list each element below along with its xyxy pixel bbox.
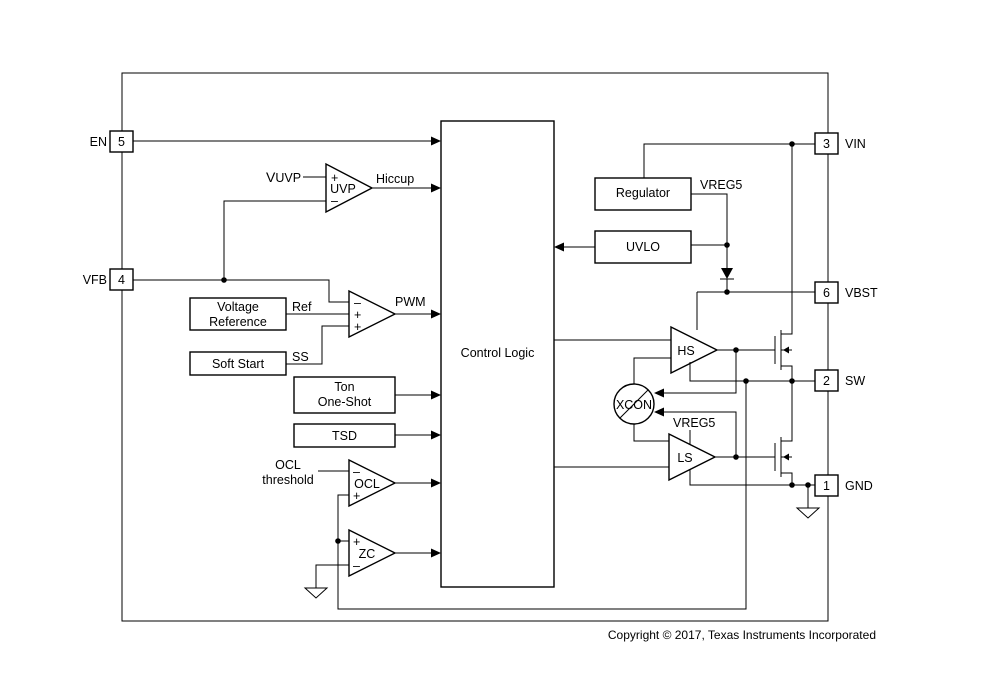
pin-vin-number: 3 xyxy=(823,137,830,151)
pin-sw: 2 SW xyxy=(814,369,865,392)
pin-sw-number: 2 xyxy=(823,374,830,388)
wire-uvlo xyxy=(554,242,595,252)
vuvp-subscript: UVP xyxy=(275,171,301,185)
pin-vfb-label: VFB xyxy=(83,273,107,287)
control-logic-block: Control Logic xyxy=(440,120,555,588)
xcon-label: XCON xyxy=(616,398,652,412)
ocl-plus-sign: + xyxy=(353,489,360,503)
pin-en-label: EN xyxy=(90,135,107,149)
ls-output-dot xyxy=(733,454,739,460)
pwm-comparator: – + + xyxy=(348,289,397,339)
pin-gnd: 1 GND xyxy=(814,474,873,497)
zc-label: ZC xyxy=(359,547,376,561)
pin-en-number: 5 xyxy=(118,135,125,149)
hs-driver: HS xyxy=(670,325,719,375)
wire-pwm: PWM xyxy=(395,295,441,319)
ls-label: LS xyxy=(677,451,692,465)
pin-vfb-number: 4 xyxy=(118,273,125,287)
pin-vbst: 6 VBST xyxy=(814,281,878,304)
ocl-label: OCL xyxy=(354,477,380,491)
pwm-minus-sign: – xyxy=(354,296,361,310)
ton-one-shot-block: Ton One-Shot xyxy=(293,376,396,414)
ls-driver: LS xyxy=(668,432,717,482)
wire-zc xyxy=(395,548,441,558)
uvlo-label: UVLO xyxy=(626,240,660,254)
ton-label-1: Ton xyxy=(334,380,354,394)
sw-sense-dot xyxy=(743,378,749,384)
wire-ocl xyxy=(395,478,441,488)
wire-ton xyxy=(395,390,441,400)
soft-start-block: Soft Start xyxy=(189,351,287,376)
bootstrap-diode xyxy=(720,268,734,292)
voltage-reference-label-1: Voltage xyxy=(217,300,259,314)
pwm-label: PWM xyxy=(395,295,426,309)
wire-tsd xyxy=(395,430,441,440)
wire-hiccup: Hiccup xyxy=(372,172,441,193)
pin-en: 5 EN xyxy=(90,130,134,153)
uvp-plus-sign: + xyxy=(331,171,338,185)
vuvp-label: VUVP xyxy=(266,169,301,185)
tsd-block: TSD xyxy=(293,423,396,448)
pin-vin: 3 VIN xyxy=(814,132,866,155)
soft-start-label: Soft Start xyxy=(212,357,265,371)
ocl-threshold-label-2: threshold xyxy=(262,473,313,487)
ic-boundary xyxy=(121,72,829,622)
regulator-label: Regulator xyxy=(616,186,670,200)
pin-sw-label: SW xyxy=(845,374,865,388)
uvp-comparator: UVP + – xyxy=(325,162,374,214)
uvlo-block: UVLO xyxy=(594,230,692,264)
zc-minus-sign: – xyxy=(353,559,360,573)
vreg5-ls-label: VREG5 xyxy=(673,416,715,430)
pwm-plus-sign-2: + xyxy=(354,320,361,334)
low-side-mosfet xyxy=(774,381,793,485)
uvp-label: UVP xyxy=(330,182,356,196)
ocl-comparator: OCL – + xyxy=(348,458,397,508)
pin-vbst-number: 6 xyxy=(823,286,830,300)
zc-junction-dot xyxy=(335,538,341,544)
zc-comparator: ZC + – xyxy=(348,528,397,578)
wire-vin xyxy=(643,143,815,178)
ground-symbol-gnd xyxy=(795,507,821,519)
pin-vfb: 4 VFB xyxy=(83,268,134,291)
copyright-text: Copyright © 2017, Texas Instruments Inco… xyxy=(608,628,876,642)
voltage-reference-block: Voltage Reference xyxy=(189,297,287,331)
wire-vfb xyxy=(133,279,349,303)
high-side-mosfet xyxy=(774,144,793,381)
vuvp-main: V xyxy=(266,169,276,185)
pwm-plus-sign-1: + xyxy=(354,308,361,322)
ss-label: SS xyxy=(292,350,309,364)
regulator-block: Regulator xyxy=(594,177,692,211)
pin-vbst-label: VBST xyxy=(845,286,878,300)
voltage-reference-label-2: Reference xyxy=(209,315,267,329)
ton-label-2: One-Shot xyxy=(318,395,372,409)
ocl-minus-sign: – xyxy=(353,465,360,479)
ocl-threshold-label-1: OCL xyxy=(275,458,301,472)
tsd-label: TSD xyxy=(332,429,357,443)
vfb-junction-dot xyxy=(221,277,227,283)
vreg5-top-label: VREG5 xyxy=(700,178,742,192)
hiccup-label: Hiccup xyxy=(376,172,414,186)
uvp-minus-sign: – xyxy=(331,194,338,208)
pin-gnd-label: GND xyxy=(845,479,873,493)
ground-symbol-zc xyxy=(303,587,329,599)
pin-gnd-number: 1 xyxy=(823,479,830,493)
wire-en xyxy=(133,136,441,146)
pin-vin-label: VIN xyxy=(845,137,866,151)
vbst-junction-dot xyxy=(724,289,730,295)
hs-label: HS xyxy=(677,344,694,358)
xcon-block: XCON xyxy=(613,383,655,425)
control-logic-label: Control Logic xyxy=(461,346,535,360)
zc-plus-sign: + xyxy=(353,535,360,549)
ref-label: Ref xyxy=(292,300,312,314)
